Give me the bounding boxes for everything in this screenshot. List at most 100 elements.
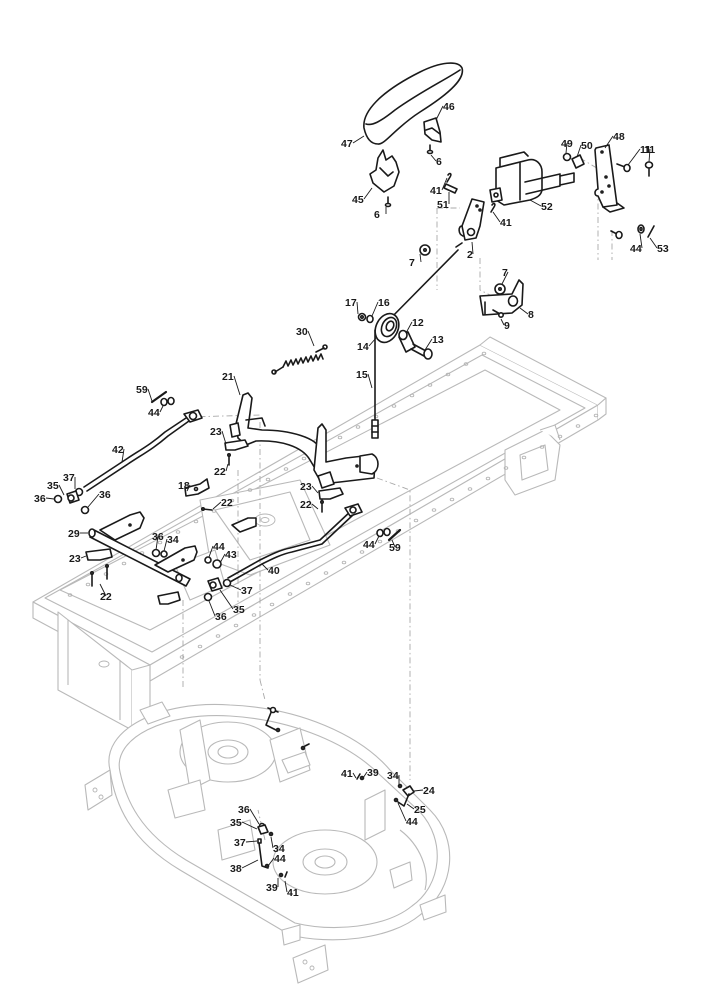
callout-label-bushing: 37 — [241, 585, 253, 597]
callout-label-screw: 22 — [214, 466, 226, 478]
callout-leader-13 — [424, 338, 433, 351]
frame-hole — [377, 539, 383, 544]
callout-leader-41 — [441, 177, 448, 191]
bolt — [610, 230, 623, 240]
split-pin — [387, 528, 402, 542]
callout-label-hanger-rod: 38 — [230, 863, 242, 875]
callout-label-clip: 36 — [152, 531, 164, 543]
nut — [357, 312, 367, 322]
callout-label-nut: 49 — [561, 138, 573, 150]
callout-label-split-pin: 59 — [389, 542, 401, 554]
callout-leader-34 — [163, 538, 168, 552]
callout-leader-47 — [352, 135, 365, 144]
washer — [264, 863, 270, 869]
callout-leader-22 — [311, 503, 319, 510]
washer — [204, 556, 212, 564]
cotter-pin — [356, 773, 361, 780]
callout-leader-44 — [159, 405, 164, 413]
washer — [376, 527, 391, 538]
frame-hole — [391, 404, 397, 408]
link-rod — [83, 409, 203, 492]
washer — [393, 797, 399, 803]
callout-leader-59 — [147, 388, 153, 402]
callout-label-washer: 44 — [213, 541, 225, 553]
callout-leader-36 — [45, 497, 55, 500]
callout-leader-37 — [229, 584, 242, 591]
frame-hole — [157, 540, 163, 545]
callout-label-bolt: 9 — [504, 320, 510, 332]
callout-leader-6 — [430, 154, 437, 162]
frame-hole — [485, 476, 491, 481]
callout-leader-59 — [391, 539, 396, 548]
clamp — [231, 517, 257, 533]
cotter-pin — [284, 871, 288, 878]
callout-label-screw: 22 — [300, 499, 312, 511]
callout-leader-53 — [649, 237, 658, 249]
callout-label-spring: 30 — [296, 326, 308, 338]
callout-label-lever-cover-pad: 47 — [341, 138, 353, 150]
frame-hole — [233, 623, 239, 628]
callout-leader-44 — [208, 545, 214, 558]
screw — [90, 571, 94, 587]
hanger-rod — [397, 793, 410, 807]
callout-leader-23 — [80, 555, 87, 559]
callout-label-clamp: 23 — [300, 481, 312, 493]
callout-label-mount-bracket: 8 — [528, 309, 534, 321]
clamp — [157, 591, 181, 605]
callout-label-bushing: 37 — [63, 472, 75, 484]
callout-label-washer: 44 — [406, 816, 418, 828]
bushing — [66, 490, 80, 504]
callout-label-actuator-bracket: 48 — [613, 131, 625, 143]
callout-label-bushing: 37 — [234, 837, 246, 849]
frame-hole — [445, 372, 451, 377]
callout-label-lift-shaft: 29 — [68, 528, 80, 540]
frame-hole — [197, 644, 203, 649]
callout-label-clamp: 18 — [178, 480, 190, 492]
callout-label-split-pin: 59 — [136, 384, 148, 396]
cable — [371, 242, 463, 439]
callout-leader-44 — [397, 802, 407, 822]
frame-hole — [575, 424, 581, 428]
callout-leader-22 — [99, 583, 107, 597]
washer — [268, 831, 274, 837]
callout-label-washer: 34 — [387, 770, 399, 782]
callout-label-screw: 22 — [100, 591, 112, 603]
clip — [80, 505, 90, 515]
screw — [384, 196, 392, 208]
callout-leader-35 — [241, 821, 258, 830]
frame-hole — [215, 634, 221, 638]
nut — [212, 559, 222, 569]
frame-hole — [427, 383, 433, 387]
screw — [201, 507, 213, 511]
callout-leader-40 — [261, 563, 269, 571]
callout-label-split-pin: 53 — [657, 243, 669, 255]
screw — [227, 453, 231, 466]
bolt — [492, 309, 504, 318]
callout-label-washer: 34 — [273, 843, 285, 855]
pulley — [374, 312, 400, 344]
frame-hole — [593, 413, 599, 418]
callout-leader-8 — [519, 307, 529, 315]
callout-leader-36 — [155, 535, 159, 551]
frame-hole — [449, 497, 455, 502]
frame-hole — [409, 393, 415, 398]
spring — [271, 344, 328, 375]
callout-leader-14 — [368, 337, 377, 347]
callout-label-bushing: 35 — [47, 480, 59, 492]
frame-hole — [431, 508, 437, 512]
callout-leader-42 — [121, 448, 125, 463]
frame-hole — [521, 455, 527, 460]
bushing — [257, 824, 269, 835]
callout-label-screw: 22 — [221, 497, 233, 509]
callout-label-nut: 7 — [409, 257, 415, 269]
frame-hole — [283, 467, 289, 471]
callout-leader-48 — [604, 135, 614, 149]
clamp — [184, 478, 210, 497]
callout-label-handle-cap: 46 — [443, 101, 455, 113]
callout-leader-23 — [221, 430, 227, 445]
bushing — [207, 577, 223, 592]
callout-label-bolt: 11 — [640, 144, 651, 156]
washer — [366, 314, 374, 324]
frame-hole — [467, 487, 473, 491]
